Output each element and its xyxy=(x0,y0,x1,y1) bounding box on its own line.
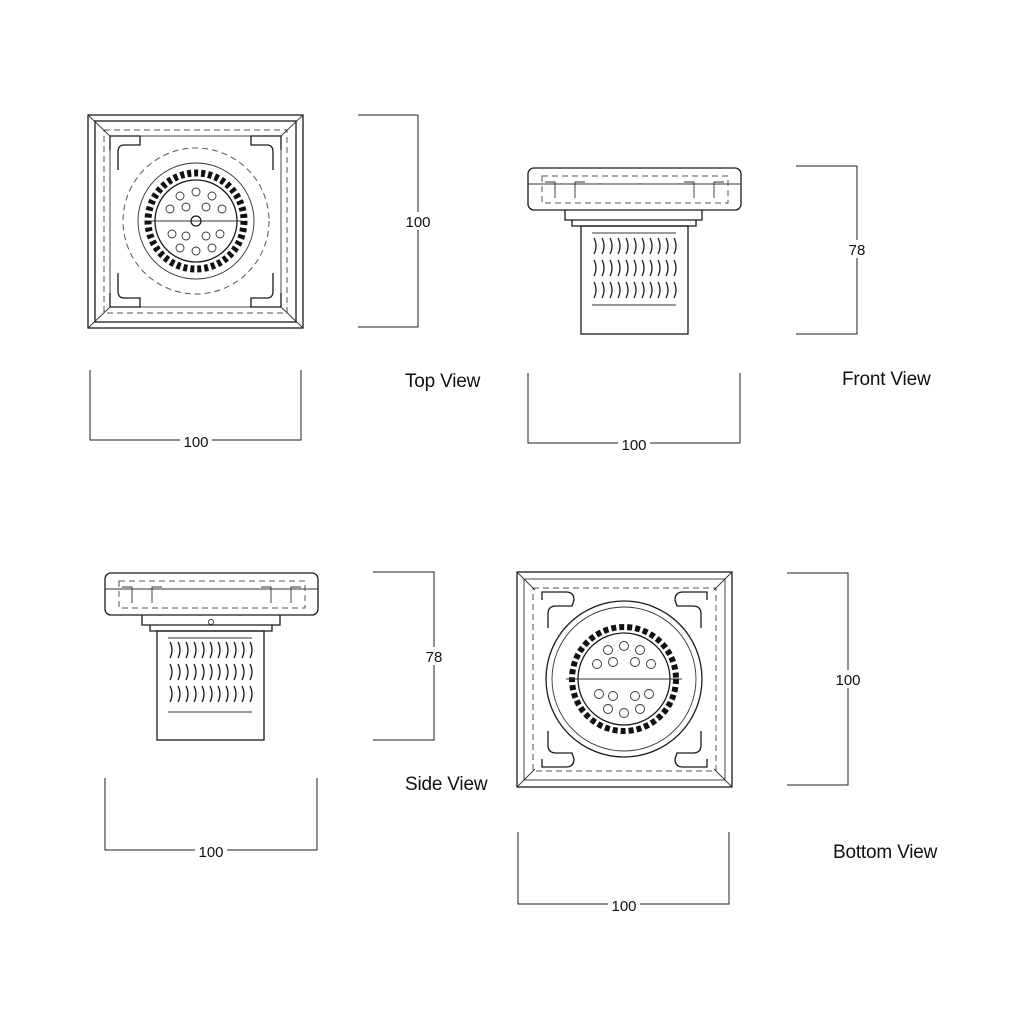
bottom-view-height-dimension: 100 xyxy=(787,572,861,786)
top-view-width-dimension: 100 xyxy=(89,370,302,451)
top-view-holes xyxy=(165,187,227,256)
svg-text:78: 78 xyxy=(426,649,443,666)
bottom-view-holes xyxy=(592,641,656,718)
side-view-label: Side View xyxy=(405,774,488,795)
svg-text:100: 100 xyxy=(611,898,636,915)
side-view-width-dimension: 100 xyxy=(104,778,318,861)
bottom-view-width-dimension: 100 xyxy=(517,832,730,915)
svg-text:100: 100 xyxy=(405,214,430,231)
front-view xyxy=(527,167,742,335)
front-view-label: Front View xyxy=(842,369,931,390)
front-view-basket-slots xyxy=(592,232,677,306)
bottom-view xyxy=(516,571,733,788)
bottom-view-label: Bottom View xyxy=(833,842,938,863)
svg-text:100: 100 xyxy=(198,844,223,861)
top-view xyxy=(87,114,304,329)
top-view-label: Top View xyxy=(405,371,481,392)
side-view-basket-slots xyxy=(168,637,253,713)
front-view-width-dimension: 100 xyxy=(527,373,741,454)
svg-text:100: 100 xyxy=(835,672,860,689)
svg-text:100: 100 xyxy=(183,434,208,451)
svg-text:100: 100 xyxy=(621,437,646,454)
front-view-height-dimension: 78 xyxy=(796,165,868,335)
svg-text:78: 78 xyxy=(849,242,866,259)
side-view-height-dimension: 78 xyxy=(373,571,445,741)
side-view xyxy=(104,572,319,741)
top-view-height-dimension: 100 xyxy=(358,114,431,328)
